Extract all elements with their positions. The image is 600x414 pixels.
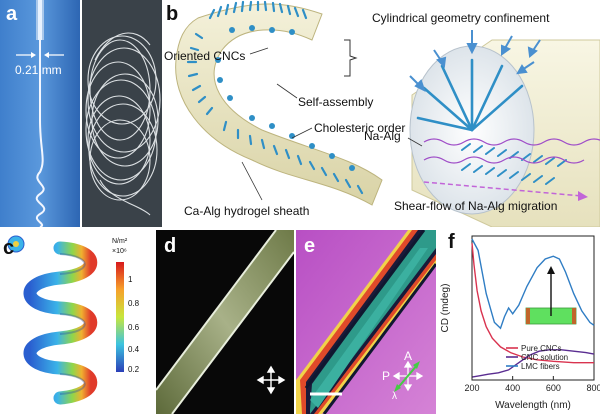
fiber-edge-bottom [171, 251, 294, 414]
lambda-plate-arrowtail [394, 384, 401, 392]
panel-label-d: d [164, 235, 177, 257]
fiber-edge-lower [322, 263, 436, 414]
series-line-pure-cncs [471, 243, 594, 364]
panel-a: a 0.21 mm [0, 0, 162, 227]
colorbar-unit: N/m² [112, 238, 128, 245]
leader-cholesteric [291, 127, 313, 139]
needle-highlight [38, 0, 42, 40]
colorbar-tick-04: 0.4 [128, 345, 140, 354]
plot-frame [471, 235, 595, 381]
colorbar-tick-08: 0.8 [128, 299, 140, 308]
spring-shading [59, 253, 86, 395]
confinement-arrows [409, 30, 541, 92]
panel-label-c: c [3, 237, 15, 259]
leader-oriented [249, 47, 269, 55]
panel-label-a: a [6, 3, 18, 25]
lambda-plate-arrow [395, 363, 419, 391]
fiber-coil-background [82, 0, 162, 227]
leader-self-assembly [276, 83, 298, 99]
x-tick-label-600: 600 [546, 383, 561, 393]
shear-flow-arrow [423, 181, 583, 197]
colorbar-tick-06: 0.6 [128, 323, 140, 332]
cd-spectra-chart: 200 400 600 800 CD (mdeg) Wavelength (nm) P… [440, 235, 600, 411]
tick-layer: 200 400 600 800 [464, 376, 600, 393]
inset-fiber-end-left [526, 308, 530, 324]
label-cylindrical-confinement: Cylindrical geometry confinement [372, 11, 550, 25]
fiber-coil [85, 32, 161, 216]
fiber-core [310, 248, 428, 408]
cnc-helices [186, 0, 364, 195]
legend-label-0: Pure CNCs [521, 344, 561, 353]
crossed-polarizer-icon [256, 365, 286, 395]
label-ca-alg-sheath: Ca-Alg hydrogel sheath [184, 204, 310, 218]
legend-label-1: CNC solution [521, 353, 568, 362]
leader-sheath [241, 161, 263, 201]
label-cholesteric-order: Cholesteric order [314, 121, 406, 135]
shear-flow-arrowhead [578, 191, 588, 201]
bracket [344, 39, 358, 77]
x-axis-label: Wavelength (nm) [495, 400, 571, 411]
panel-d-micrograph [156, 230, 294, 414]
scale-arrowhead-left [31, 52, 36, 58]
leader-na-alg [407, 137, 423, 147]
legend-label-2: LMC fibers [521, 362, 560, 371]
panel-b: b Oriented CNCs Self-assembly Cholesteri… [162, 0, 600, 227]
x-tick-label-800: 800 [586, 383, 600, 393]
panel-c: c N/m² ×10⁶ 1 0.8 0.6 0.4 0.2 [0, 228, 154, 414]
series-layer [471, 238, 595, 378]
axial-cncs [461, 143, 567, 185]
series-line-cnc-solution [471, 349, 595, 378]
analyzer-label: A [404, 349, 413, 363]
panel-c-simulation [7, 235, 124, 405]
colorbar-tick-02: 0.2 [128, 365, 140, 374]
label-oriented-cncs: Oriented CNCs [164, 49, 246, 63]
fiber-edge-top [156, 230, 277, 391]
na-alg-chains [423, 138, 600, 164]
radial-cncs [416, 58, 524, 132]
lambda-label: λ [392, 391, 397, 402]
label-self-assembly: Self-assembly [298, 95, 374, 109]
x-tick-label-200: 200 [464, 383, 479, 393]
panel-e: e A P λ [296, 230, 436, 414]
inset-icon-core [13, 241, 19, 247]
scale-bar-text: 0.21 mm [15, 63, 62, 77]
panel-b-schematic [175, 0, 600, 227]
colorbar-tick-1: 1 [128, 275, 133, 284]
panel-label-f: f [448, 231, 455, 253]
series-line-lmc-fibers [471, 238, 595, 330]
panel-label-b: b [166, 3, 179, 25]
inset-arrowhead [547, 266, 555, 274]
x-tick-label-400: 400 [505, 383, 520, 393]
fiber-strand [35, 40, 46, 227]
scale-arrowhead-right [44, 52, 49, 58]
panel-d: d [156, 230, 294, 414]
colorbar [116, 262, 124, 372]
lambda-plate-arrowhead [413, 361, 420, 369]
fiber-edge-upper [304, 230, 426, 389]
inset-fiber-end-right [572, 308, 576, 324]
panel-a-photo [0, 0, 162, 227]
fiber-bright [156, 230, 294, 414]
label-na-alg: Na-Alg [364, 129, 401, 143]
panel-label-e: e [304, 235, 316, 257]
panel-e-micrograph [296, 230, 436, 414]
label-shear-flow: Shear-flow of Na-Alg migration [394, 199, 558, 213]
cnc-clusters [215, 25, 355, 171]
y-axis-label: CD (mdeg) [440, 284, 451, 333]
helical-spring [23, 241, 98, 405]
polarizer-label: P [382, 369, 391, 383]
photo-divider [80, 0, 82, 227]
colorbar-exponent: ×10⁶ [112, 248, 127, 255]
panel-f: 200 400 600 800 CD (mdeg) Wavelength (nm) P… [438, 228, 600, 414]
